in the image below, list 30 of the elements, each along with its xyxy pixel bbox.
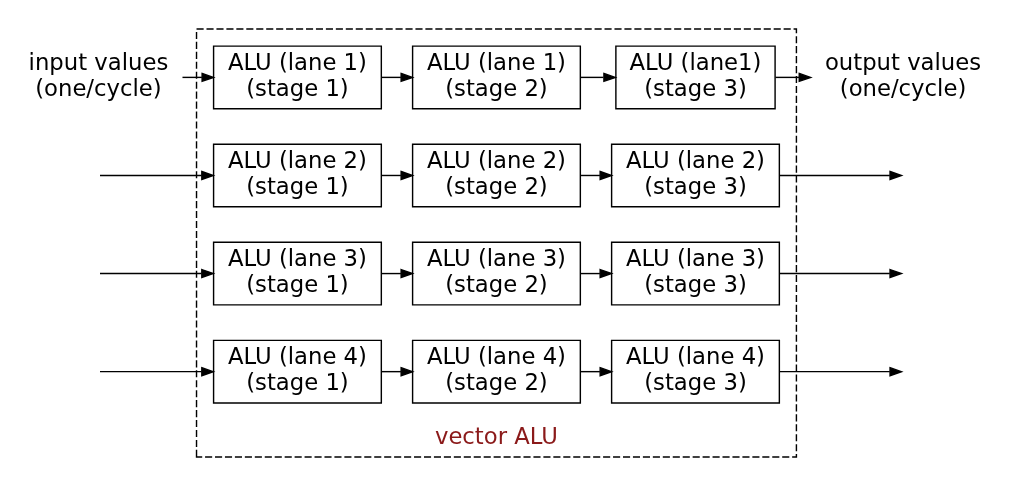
arrow <box>380 170 415 181</box>
node-box: ALU (lane 3) (stage 3) <box>610 241 781 306</box>
node-box: ALU (lane 2) (stage 3) <box>610 143 781 208</box>
arrow <box>380 72 415 83</box>
arrow <box>778 170 904 181</box>
arrow <box>99 170 216 181</box>
arrow <box>99 268 216 279</box>
node-box: ALU (lane 4) (stage 2) <box>411 339 582 404</box>
arrow <box>579 366 614 377</box>
arrow <box>579 72 618 83</box>
node-box: ALU (lane 4) (stage 3) <box>610 339 781 404</box>
arrow <box>380 268 415 279</box>
node-box: ALU (lane 2) (stage 2) <box>411 143 582 208</box>
node-text: input values (one/cycle) <box>28 49 169 101</box>
arrow <box>579 268 614 279</box>
node-box: ALU (lane 1) (stage 1) <box>212 45 383 110</box>
arrow <box>774 72 813 83</box>
arrow <box>181 72 216 83</box>
node-box: ALU (lane1) (stage 3) <box>615 45 776 110</box>
arrow <box>778 366 904 377</box>
node-text: output values (one/cycle) <box>824 49 982 101</box>
arrow <box>579 170 614 181</box>
node-box: ALU (lane 1) (stage 2) <box>411 45 582 110</box>
arrow <box>99 366 216 377</box>
node-box: ALU (lane 3) (stage 1) <box>212 241 383 306</box>
arrow <box>778 268 904 279</box>
node-box: ALU (lane 4) (stage 1) <box>212 339 383 404</box>
arrow <box>380 366 415 377</box>
node-box: ALU (lane 3) (stage 2) <box>411 241 582 306</box>
node-box: ALU (lane 2) (stage 1) <box>212 143 383 208</box>
